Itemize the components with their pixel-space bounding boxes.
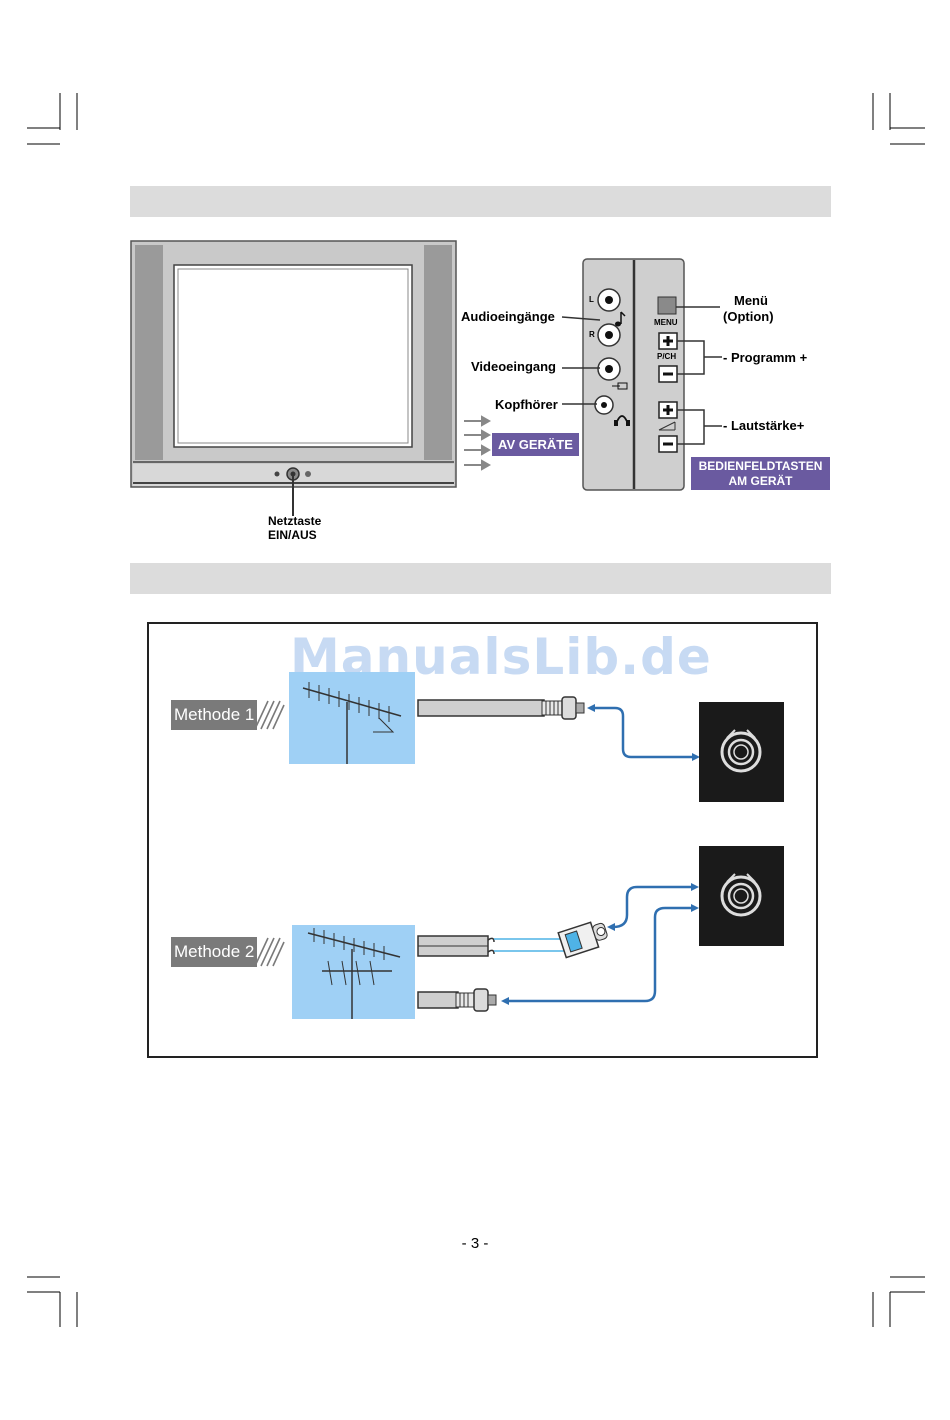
method2-hatch	[253, 937, 285, 967]
section-header-bar-antenna	[130, 563, 831, 594]
power-label-line1: Netztaste	[268, 514, 321, 528]
method1-hatch	[253, 700, 285, 730]
method1-tv-antenna-socket	[699, 702, 784, 802]
method1-label: Methode 1	[171, 700, 257, 730]
tv-front-illustration	[130, 240, 458, 490]
method1-cable	[415, 693, 705, 773]
method2-label: Methode 2	[171, 937, 257, 967]
method2-antenna-illustration	[292, 925, 415, 1019]
av-arrows	[462, 412, 492, 474]
method1-antenna-illustration	[289, 672, 415, 764]
panel-keys-tag-line1: BEDIENFELDTASTEN	[691, 459, 830, 474]
method2-tv-antenna-socket	[699, 846, 784, 946]
menu-label-line2: (Option)	[723, 309, 774, 324]
power-button-leader-line	[280, 470, 310, 520]
panel-keys-tag-line2: AM GERÄT	[691, 474, 830, 489]
power-label-line2: EIN/AUS	[268, 528, 317, 542]
page-number: - 3 -	[0, 1235, 950, 1252]
section-header-bar-controls	[130, 186, 831, 217]
audio-inputs-label: Audioeingänge	[461, 309, 555, 324]
video-input-label: Videoeingang	[471, 359, 556, 374]
headphone-label: Kopfhörer	[495, 397, 558, 412]
panel-keys-tag: BEDIENFELDTASTEN AM GERÄT	[691, 457, 830, 490]
program-label: - Programm +	[723, 350, 807, 365]
method2-cables	[415, 845, 705, 1015]
bracket-lines	[676, 330, 726, 450]
menu-label-line1: Menü	[734, 293, 768, 308]
volume-label: - Lautstärke+	[723, 418, 804, 433]
